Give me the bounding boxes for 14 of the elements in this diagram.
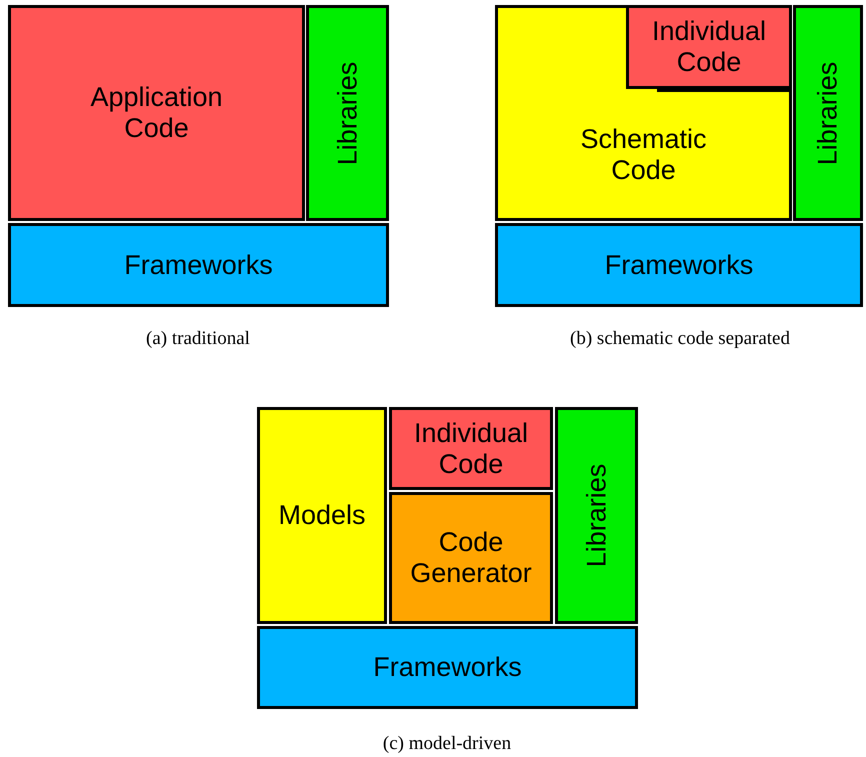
- caption: (a) traditional: [146, 328, 250, 350]
- code-block: Application Code: [8, 5, 305, 221]
- framework-block: Frameworks: [8, 223, 389, 307]
- code-block: Individual Code: [389, 407, 553, 490]
- model-block: Models: [257, 407, 387, 624]
- generator-block: Code Generator: [389, 492, 553, 624]
- library-block: Libraries: [793, 5, 863, 221]
- caption: (b) schematic code separated: [570, 328, 790, 350]
- framework-block: Frameworks: [257, 626, 638, 709]
- library-block: Libraries: [306, 5, 389, 221]
- code-block: Individual Code: [626, 5, 792, 89]
- framework-block: Frameworks: [495, 223, 863, 307]
- library-block: Libraries: [555, 407, 638, 624]
- caption: (c) model-driven: [382, 733, 512, 755]
